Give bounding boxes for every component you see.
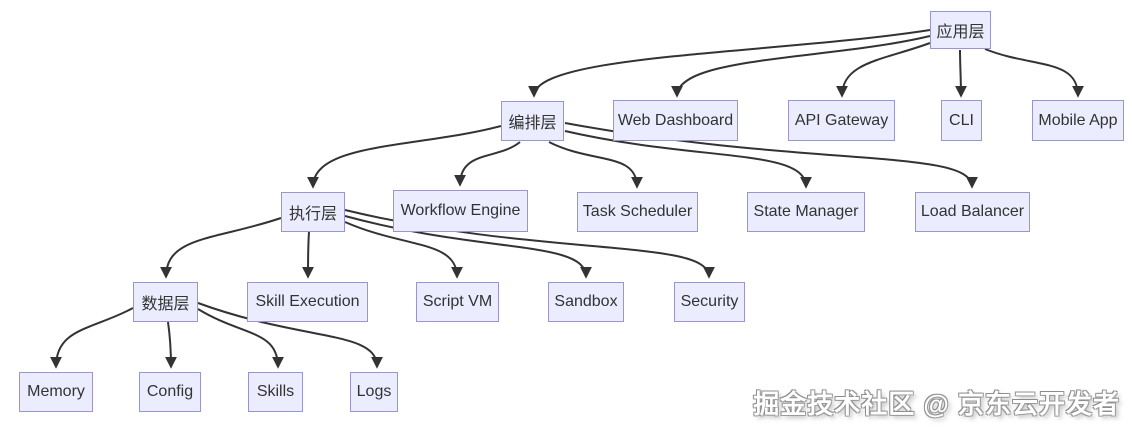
node-workflow-engine: Workflow Engine bbox=[393, 190, 528, 232]
node-api-gateway: API Gateway bbox=[788, 100, 895, 141]
edge-orchestration-to-execution bbox=[307, 125, 502, 189]
node-execution-layer: 执行层 bbox=[281, 192, 345, 232]
node-web-dashboard: Web Dashboard bbox=[613, 100, 738, 141]
node-config: Config bbox=[139, 372, 201, 412]
edge-application-to-cli bbox=[954, 49, 967, 98]
node-logs: Logs bbox=[350, 372, 398, 412]
edge-orchestration-to-task-scheduler bbox=[548, 141, 643, 189]
edge-execution-to-script-vm bbox=[344, 221, 463, 279]
node-memory: Memory bbox=[19, 372, 93, 412]
edge-data-to-memory bbox=[50, 307, 134, 369]
node-security: Security bbox=[674, 282, 745, 322]
node-state-manager: State Manager bbox=[747, 192, 865, 232]
node-cli: CLI bbox=[941, 100, 982, 141]
edge-application-to-web-dashboard bbox=[671, 35, 931, 98]
edge-data-to-logs bbox=[197, 302, 383, 369]
node-skill-execution: Skill Execution bbox=[247, 282, 368, 322]
node-mobile-app: Mobile App bbox=[1032, 100, 1124, 141]
node-sandbox: Sandbox bbox=[548, 282, 624, 322]
edge-application-to-mobile-app bbox=[984, 48, 1084, 98]
node-data-layer: 数据层 bbox=[133, 282, 198, 322]
node-orchestration-layer: 编排层 bbox=[501, 101, 564, 141]
node-task-scheduler: Task Scheduler bbox=[577, 192, 698, 232]
edge-orchestration-to-workflow-engine bbox=[454, 141, 521, 187]
edge-execution-to-skill-execution bbox=[302, 231, 315, 279]
node-script-vm: Script VM bbox=[416, 282, 499, 322]
edge-data-to-skills bbox=[197, 308, 284, 369]
edge-application-to-api-gateway bbox=[836, 42, 931, 98]
watermark: 掘金技术社区 @ 京东云开发者 bbox=[753, 389, 1120, 419]
edge-data-to-config bbox=[164, 321, 177, 369]
node-application-layer: 应用层 bbox=[930, 11, 991, 49]
edge-execution-to-data-layer bbox=[160, 217, 282, 279]
node-skills: Skills bbox=[248, 372, 303, 412]
edge-application-to-orchestration bbox=[528, 29, 931, 98]
node-load-balancer: Load Balancer bbox=[915, 192, 1030, 232]
